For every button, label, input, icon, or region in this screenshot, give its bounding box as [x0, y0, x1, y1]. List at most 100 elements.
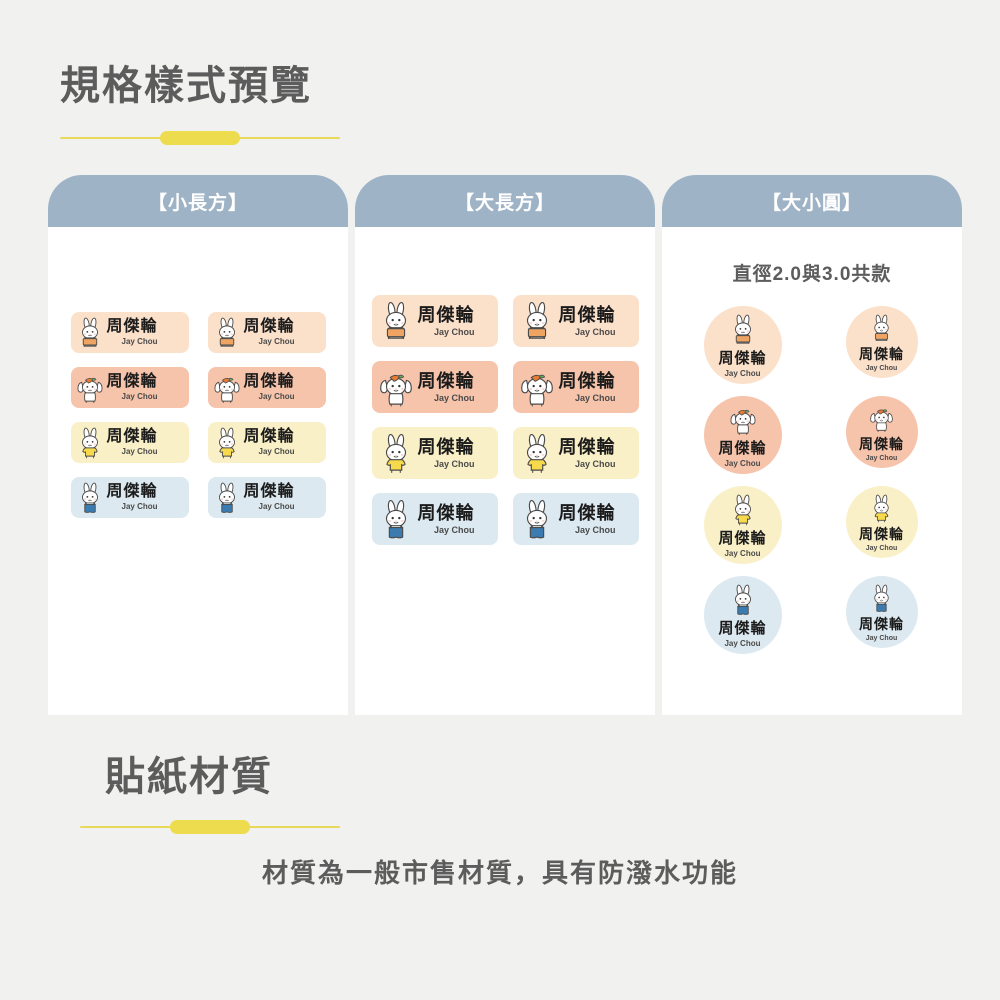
rabbit-icon [377, 432, 415, 475]
rabbit-icon [868, 493, 895, 524]
sticker-text: 周傑輪 Jay Chou [107, 319, 158, 346]
sticker-name-cn: 周傑輪 [417, 370, 475, 391]
sticker-name-en: Jay Chou [724, 368, 761, 378]
sticker-bunny-carrot[interactable]: 周傑輪 Jay Chou [207, 367, 326, 408]
rabbit-icon [75, 316, 105, 350]
sticker-name-en: Jay Chou [433, 524, 475, 535]
sticker-name-en: Jay Chou [865, 454, 898, 462]
rabbit-icon [377, 366, 415, 409]
rabbit-icon [212, 481, 242, 515]
sticker-name-cn: 周傑輪 [718, 529, 767, 547]
sticker-name-en: Jay Chou [121, 337, 158, 346]
sticker-name-cn: 周傑輪 [718, 439, 767, 457]
sticker-name-en: Jay Chou [433, 392, 475, 403]
sticker-name-cn: 周傑輪 [558, 370, 616, 391]
sticker-name-en: Jay Chou [121, 447, 158, 456]
rabbit-icon [377, 498, 415, 541]
diameter-note: 直徑2.0與3.0共款 [732, 264, 892, 285]
rabbit-icon [518, 300, 556, 343]
sticker-name-cn: 周傑輪 [859, 435, 904, 452]
sticker-name-en: Jay Chou [433, 326, 475, 337]
sticker-name-en: Jay Chou [258, 502, 295, 511]
rabbit-icon [212, 371, 242, 405]
sticker-name-cn: 周傑輪 [106, 483, 158, 500]
card-header-large-rect: 【大長方】 [355, 175, 655, 227]
sticker-name-en: Jay Chou [574, 392, 616, 403]
divider-pill [160, 131, 240, 145]
rabbit-icon [728, 583, 758, 617]
rabbit-icon [377, 300, 415, 343]
rabbit-icon [518, 366, 556, 409]
material-description: 材質為一般市售材質，具有防潑水功能 [261, 858, 738, 888]
sticker-name-cn: 周傑輪 [243, 373, 295, 390]
sticker-name-cn: 周傑輪 [243, 483, 295, 500]
sticker-name-en: Jay Chou [574, 326, 616, 337]
sticker-name-en: Jay Chou [865, 364, 898, 372]
sticker-name-cn: 周傑輪 [417, 304, 475, 325]
sticker-bunny-yellow[interactable]: 周傑輪 Jay Chou [70, 422, 189, 463]
sticker-name-cn: 周傑輪 [558, 502, 616, 523]
round-sticker-bunny-carrot[interactable]: 周傑輪 Jay Chou [845, 396, 918, 468]
sticker-bunny-overall[interactable]: 周傑輪 Jay Chou [207, 477, 326, 518]
sticker-grid-small: 周傑輪 Jay Chou 周傑輪 Jay Chou 周傑輪 Jay Chou 周傑輪 Jay … [48, 312, 348, 518]
rabbit-icon [868, 583, 895, 614]
round-sticker-bunny-yellow[interactable]: 周傑輪 Jay Chou [845, 486, 918, 558]
sticker-name-cn: 周傑輪 [106, 318, 158, 335]
sticker-name-cn: 周傑輪 [106, 428, 158, 445]
sticker-name-en: Jay Chou [574, 458, 616, 469]
sticker-text: 周傑輪 Jay Chou [244, 374, 295, 401]
sticker-name-cn: 周傑輪 [106, 373, 158, 390]
rabbit-icon [212, 426, 242, 460]
divider-pill [170, 820, 250, 834]
sticker-name-en: Jay Chou [724, 548, 761, 558]
sticker-name-cn: 周傑輪 [859, 525, 904, 542]
sticker-bunny-basket[interactable]: 周傑輪 Jay Chou [70, 312, 189, 353]
rabbit-icon [75, 481, 105, 515]
sticker-name-cn: 周傑輪 [859, 615, 904, 632]
sticker-name-cn: 周傑輪 [558, 304, 616, 325]
sticker-name-en: Jay Chou [258, 337, 295, 346]
sticker-name-en: Jay Chou [724, 458, 761, 468]
rabbit-icon [518, 498, 556, 541]
sticker-name-en: Jay Chou [865, 544, 898, 552]
rabbit-icon [868, 313, 895, 344]
sticker-text: 周傑輪 Jay Chou [244, 484, 295, 511]
rabbit-icon [728, 403, 758, 437]
sticker-name-en: Jay Chou [258, 392, 295, 401]
card-body-small-rect: 周傑輪 Jay Chou 周傑輪 Jay Chou 周傑輪 Jay Chou 周傑輪 Jay … [48, 312, 348, 518]
sticker-name-cn: 周傑輪 [718, 619, 767, 637]
